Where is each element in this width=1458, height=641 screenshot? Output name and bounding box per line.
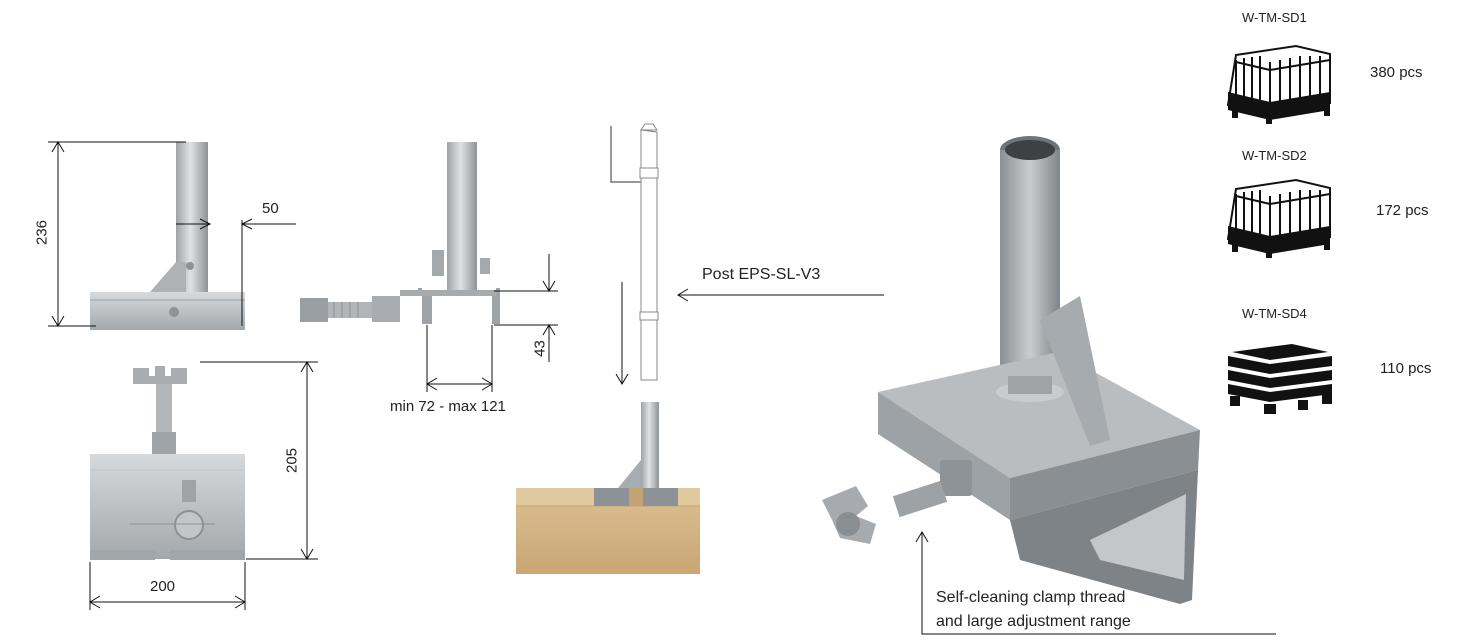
clamp-3d-render xyxy=(822,136,1276,635)
package-code-sd4: W-TM-SD4 xyxy=(1242,306,1307,321)
clamp-side-drawing xyxy=(300,142,558,392)
package-qty-sd1: 380 pcs xyxy=(1370,64,1423,81)
package-qty-sd2: 172 pcs xyxy=(1376,202,1429,219)
package-qty-sd4: 110 pcs xyxy=(1380,360,1432,377)
clamp-note: Self-cleaning clamp thread and large adj… xyxy=(936,586,1276,634)
clamp-note-line2: and large adjustment range xyxy=(936,613,1131,630)
wooden-crate-icon xyxy=(1228,344,1332,414)
package-code-sd2: W-TM-SD2 xyxy=(1242,148,1307,163)
mesh-pallet-icon xyxy=(1226,44,1331,124)
dimension-depth: 43 xyxy=(531,340,549,357)
side-view-drawing xyxy=(48,141,296,330)
dimension-offset: 50 xyxy=(262,200,279,217)
front-view-drawing xyxy=(89,361,318,610)
clamp-note-line1: Self-cleaning clamp thread xyxy=(936,589,1126,606)
dimension-range: min 72 - max 121 xyxy=(390,398,506,415)
mesh-pallet-icon xyxy=(1226,178,1331,258)
package-code-sd1: W-TM-SD1 xyxy=(1242,10,1307,25)
dimension-clamp-width: 200 xyxy=(150,578,176,595)
post-label: Post EPS-SL-V3 xyxy=(702,266,821,283)
post-insertion-drawing xyxy=(516,123,884,574)
dimension-clamp-height: 205 xyxy=(283,447,301,474)
dimension-height-post: 236 xyxy=(33,219,51,246)
